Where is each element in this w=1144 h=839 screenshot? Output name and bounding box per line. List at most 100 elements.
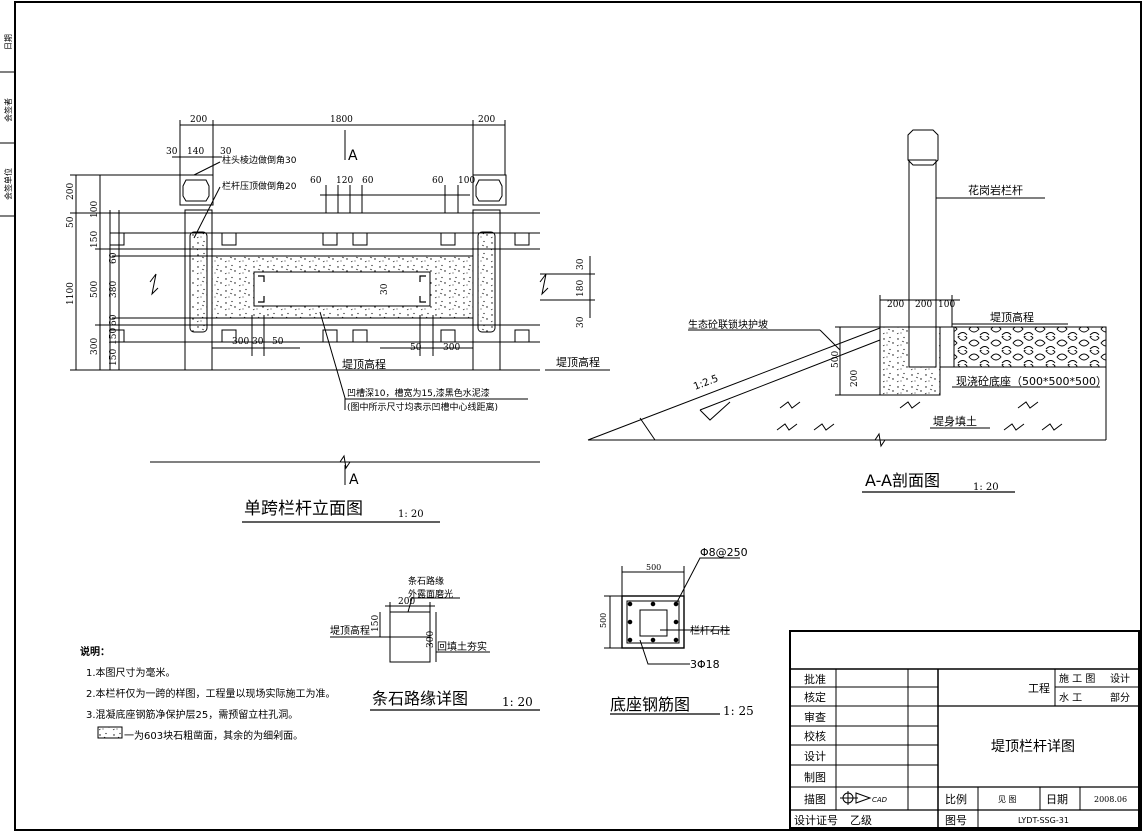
- dept-2: 部分: [1110, 691, 1130, 704]
- label-polish: 外露面磨光: [408, 588, 453, 600]
- right-post-head: [472, 174, 507, 206]
- dim-mid-60-c: 60: [432, 176, 444, 186]
- label-stirrup: Φ8@250: [700, 546, 748, 559]
- right-head-chamfer: [475, 179, 503, 202]
- number-value: LYDT-SSG-31: [1018, 816, 1069, 825]
- dim-bottom-50-b: 50: [410, 343, 422, 353]
- dim-right-180: 180: [576, 280, 586, 297]
- curb-dim-150: 150: [371, 615, 381, 632]
- note-1: 1.本图尺寸为毫米。: [86, 668, 176, 679]
- left-head-chamfer: [182, 179, 210, 202]
- dim-bottom-300-b: 300: [443, 343, 460, 353]
- elevation-title: 单跨栏杆立面图: [244, 499, 363, 519]
- cert-label: 设计证号: [794, 814, 838, 827]
- base-title: 底座钢筋图: [610, 695, 690, 714]
- note-chamfer-rail: 栏杆压顶做倒角20: [222, 180, 297, 192]
- dim-bottom-30: 30: [252, 337, 264, 347]
- dim-inner-100: 100: [90, 201, 100, 218]
- dim-mid-100: 100: [458, 176, 475, 186]
- dim-inner-380: 380: [109, 281, 119, 298]
- title-block: [789, 630, 1140, 829]
- role-approve: 批准: [804, 672, 826, 686]
- dim-inner-150-b: 150: [109, 328, 119, 345]
- label-base: 现浇砼底座（500*500*500）: [956, 374, 1107, 388]
- note-4: 一为603块石粗凿面，其余的为细剁面。: [124, 731, 304, 742]
- label-crest-elevation-1: 堤顶高程: [342, 357, 386, 371]
- dim-mid-120: 120: [336, 176, 353, 186]
- role-review: 审查: [804, 710, 826, 724]
- curb-text: 条石路缘 外露面磨光 200 150 300 堤顶高程 回填土夯实 条石路缘详图…: [330, 575, 533, 709]
- section-scale: 1: 20: [973, 482, 999, 493]
- dim-left-300: 300: [90, 338, 100, 355]
- dim-left-50: 50: [66, 216, 76, 228]
- date-value: 2008.06: [1094, 795, 1127, 804]
- margin-label-date: 日期: [4, 34, 13, 50]
- dim-right-30-b: 30: [576, 316, 586, 328]
- dim-bottom-300-a: 300: [232, 337, 249, 347]
- dim-small-140: 140: [187, 147, 204, 157]
- curb-dim-200: 200: [398, 597, 415, 607]
- margin-strip: 日期 会签者 会签单位: [0, 34, 15, 217]
- note-groove: 凹槽深10，槽宽为15,漆黑色水泥漆: [347, 387, 490, 399]
- section-title: A-A剖面图: [865, 471, 940, 490]
- slope-ratio: 1:2.5: [692, 373, 720, 392]
- sheet-border: [14, 1, 1142, 831]
- dim-inner-150: 150: [90, 231, 100, 248]
- curb-dim-300: 300: [426, 631, 436, 648]
- dept-1: 水 工: [1059, 692, 1082, 704]
- curb-label-crest: 堤顶高程: [330, 624, 370, 637]
- dim-inner-60-a: 60: [109, 252, 119, 264]
- logo-text: CAD: [872, 796, 888, 804]
- margin-label-signer: 会签者: [3, 98, 13, 122]
- dim-inner-150-c: 150: [109, 349, 119, 366]
- base-scale: 1: 25: [723, 704, 754, 718]
- dim-top-200-left: 200: [190, 115, 207, 125]
- dim-mid-60-b: 60: [362, 176, 374, 186]
- dim-right-30-a: 30: [576, 258, 586, 270]
- dim-inner-30: 30: [380, 283, 390, 295]
- label-curb: 条石路缘: [408, 575, 444, 587]
- label-column: 栏杆石柱: [690, 624, 730, 637]
- section-dim-200-side: 200: [850, 370, 860, 387]
- section-dim-200-a: 200: [887, 300, 904, 310]
- dim-mid-60-a: 60: [310, 176, 322, 186]
- curb-scale: 1: 20: [502, 695, 533, 709]
- label-backfill: 回填土夯实: [437, 640, 487, 653]
- scale-value: 见 图: [998, 795, 1017, 804]
- stage-2: 设计: [1110, 672, 1130, 685]
- elevation-text: A A 200 1800 200 30 140 30 柱头棱边做倒角30 栏杆压…: [66, 115, 600, 520]
- label-granite-railing: 花岗岩栏杆: [968, 183, 1023, 197]
- notes-heading: 说明：: [80, 647, 110, 658]
- base-dim-width: 500: [646, 563, 661, 572]
- role-check: 校核: [804, 729, 826, 743]
- note-2: 2.本栏杆仅为一跨的样图，工程量以现场实际施工为准。: [86, 689, 336, 700]
- hatch-sample: [97, 726, 123, 739]
- section-mark-top: A: [348, 148, 358, 164]
- title-block-text: 批准 核定 审查 校核 设计 制图 描图 CAD 设计证号 乙级 工程 施 工 …: [794, 672, 1130, 827]
- dim-left-200: 200: [66, 183, 76, 200]
- elevation-scale: 1: 20: [398, 509, 424, 520]
- label-bars: 3Φ18: [690, 658, 720, 671]
- note-groove-sub: (图中所示尺寸均表示凹槽中心线距离): [347, 401, 498, 413]
- section-dim-100: 100: [938, 300, 955, 310]
- stage-1: 施 工 图: [1059, 672, 1095, 685]
- scale-label: 比例: [945, 792, 967, 806]
- date-label: 日期: [1046, 793, 1068, 806]
- section-dim-500: 500: [831, 351, 841, 368]
- note-chamfer-head: 柱头棱边做倒角30: [222, 154, 297, 166]
- section-label-crest: 堤顶高程: [990, 310, 1034, 324]
- number-label: 图号: [945, 814, 967, 827]
- curb-detail: [330, 597, 540, 711]
- dim-left-1100: 1100: [66, 282, 76, 305]
- role-verify: 核定: [804, 690, 826, 704]
- dim-small-30-a: 30: [166, 147, 178, 157]
- dim-top-1800: 1800: [330, 115, 353, 125]
- base-text: Φ8@250 500 500 栏杆石柱 3Φ18 底座钢筋图 1: 25: [599, 546, 754, 718]
- dim-bottom-50-a: 50: [272, 337, 284, 347]
- project-label: 工程: [1028, 682, 1050, 695]
- notes: 说明： 1.本图尺寸为毫米。 2.本栏杆仅为一跨的样图，工程量以现场实际施工为准…: [80, 642, 336, 747]
- section-mark-bottom: A: [349, 472, 359, 488]
- base-rebar: [604, 557, 740, 715]
- curb-title: 条石路缘详图: [372, 689, 468, 708]
